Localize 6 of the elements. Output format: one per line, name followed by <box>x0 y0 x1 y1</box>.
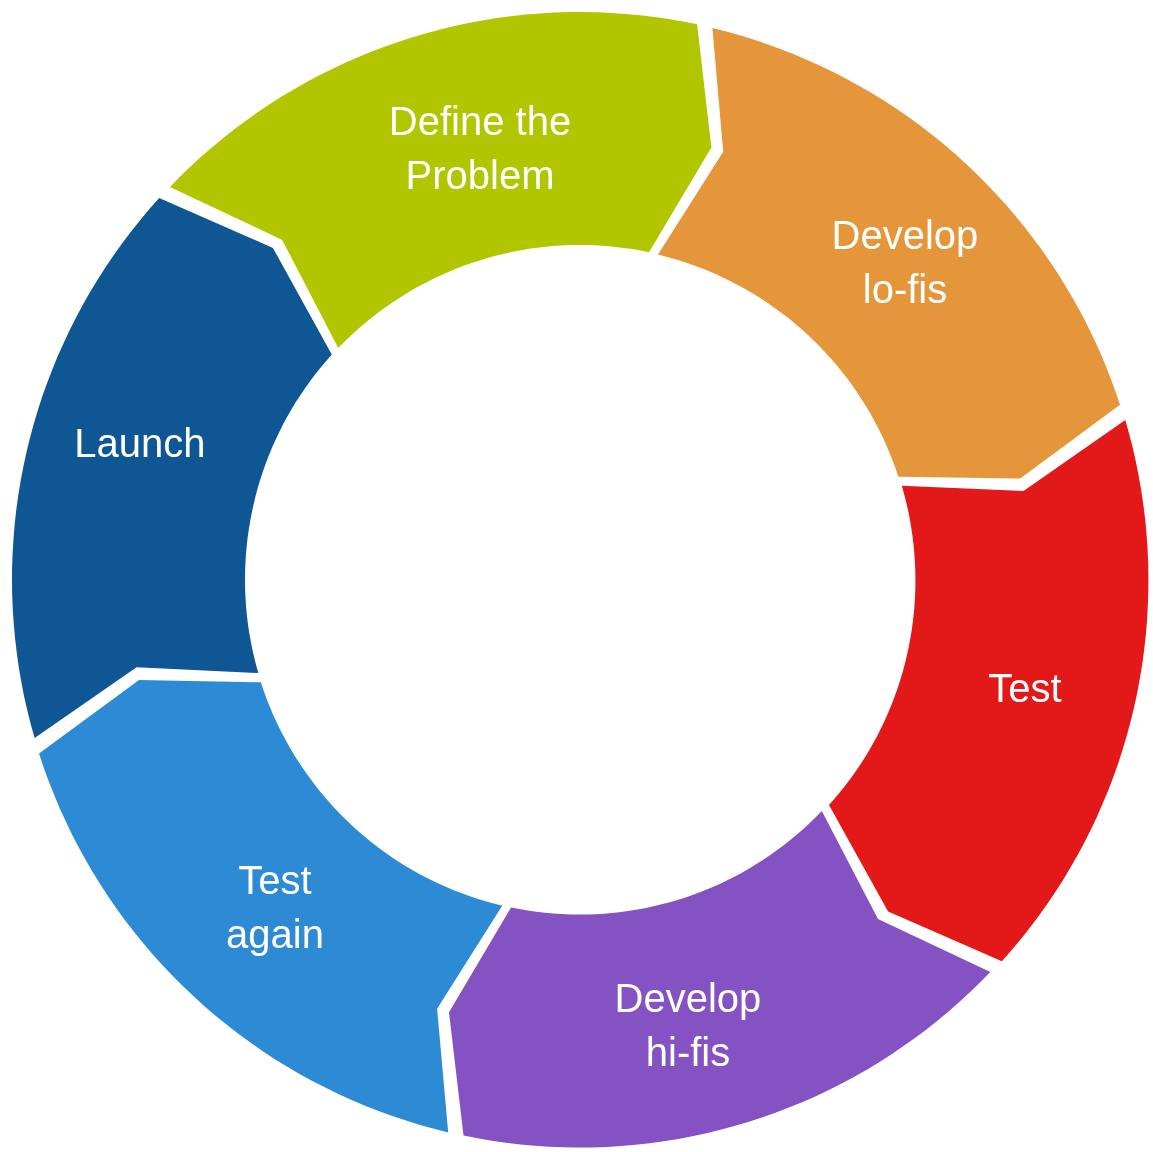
segment-label: Develop lo-fis <box>830 212 980 313</box>
segment-label: Define the Problem <box>387 98 573 199</box>
segment-label: Test <box>987 665 1063 712</box>
segment-label: Test again <box>225 857 325 958</box>
segment-label: Launch <box>73 420 207 467</box>
segment-label: Develop hi-fis <box>613 975 763 1076</box>
